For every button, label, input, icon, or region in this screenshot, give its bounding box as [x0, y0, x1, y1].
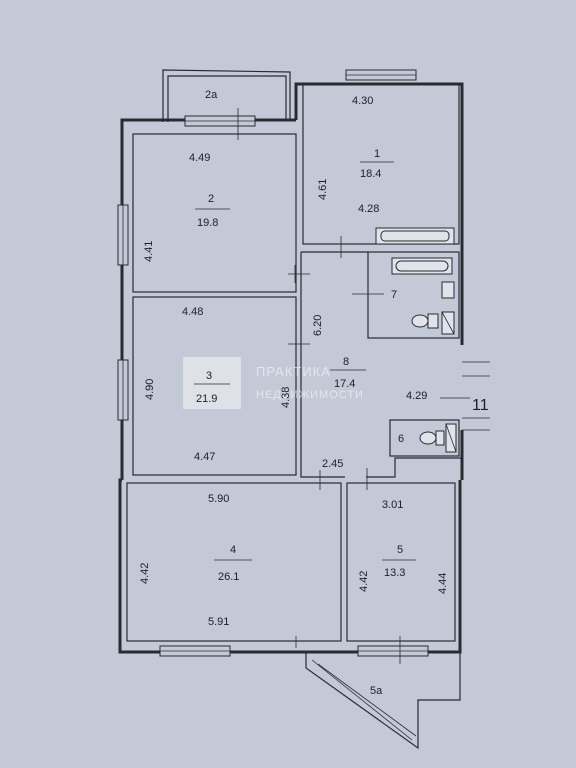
room-5-area: 13.3	[384, 567, 405, 579]
room-2-walls	[132, 133, 297, 293]
hall-8-bottom-wall	[366, 457, 462, 478]
wc-6-walls	[389, 419, 460, 457]
room-5-dim-right: 4.44	[437, 573, 449, 594]
shower-6-diag	[445, 423, 457, 453]
balcony-5a-rail	[311, 659, 413, 741]
room-3-dim-right: 4.38	[280, 387, 292, 408]
watermark: ПРАКТИКА НЕДВИЖИМОСТИ	[183, 357, 364, 409]
toilet-7-icon	[411, 314, 429, 328]
room-1-dim-left: 4.61	[317, 179, 329, 200]
toilet-6-icon	[419, 431, 437, 445]
bathtub-basin-icon	[380, 230, 450, 242]
stairwell-label: 11	[472, 397, 489, 414]
fixtures	[375, 227, 457, 453]
balcony-2a-inner	[167, 75, 287, 122]
lower-outer-wall	[118, 478, 462, 654]
room-2-dim-top: 4.49	[189, 152, 210, 164]
room-1-dim-top: 4.30	[352, 95, 373, 107]
room-1-label: 1	[374, 148, 380, 160]
room-1-area: 18.4	[360, 168, 381, 180]
room-4-area: 26.1	[218, 571, 239, 583]
room-3-label: 3	[206, 370, 212, 382]
balcony-5a-outline	[305, 652, 461, 750]
room-8-dim-left: 6.20	[312, 315, 324, 336]
room-2a-label: 2a	[205, 89, 218, 101]
door-marks	[288, 236, 368, 648]
room-4-dim-top: 5.90	[208, 493, 229, 505]
room-4-dim-bottom: 5.91	[208, 616, 229, 628]
room-2-dim-left: 4.41	[143, 241, 155, 262]
room-1-dim-bottom: 4.28	[358, 203, 379, 215]
bathroom-7-walls	[367, 251, 460, 339]
room-2-area: 19.8	[197, 217, 218, 229]
balcony-2a-outline	[162, 69, 291, 122]
toilet-6-tank-icon	[435, 430, 445, 446]
room-7-label: 7	[391, 289, 397, 301]
room-3-dim-bottom: 4.47	[194, 451, 215, 463]
room-5-label: 5	[397, 544, 403, 556]
room-3-dim-top: 4.48	[182, 306, 203, 318]
room-3-area: 21.9	[196, 393, 217, 405]
tub-7-basin-icon	[395, 260, 449, 272]
hall-8-left-wall	[300, 252, 345, 478]
room-3-dim-left: 4.90	[144, 379, 156, 400]
room-4-walls	[126, 482, 342, 642]
room-6-label: 6	[398, 433, 404, 445]
windows	[117, 69, 429, 664]
room-5-dim-left: 4.42	[358, 571, 370, 592]
room-5a-label: 5a	[370, 685, 383, 697]
watermark-logo	[183, 357, 241, 409]
room-2-label: 2	[208, 193, 214, 205]
sink-7-icon	[441, 281, 455, 299]
room-4-dim-left: 4.42	[139, 563, 151, 584]
room-5-walls	[346, 482, 456, 642]
room-5-dim-top: 3.01	[382, 499, 403, 511]
room-4-label: 4	[230, 544, 236, 556]
toilet-7-tank-icon	[427, 313, 439, 329]
balcony-5a-rail-2	[317, 663, 417, 737]
watermark-line-2: НЕДВИЖИМОСТИ	[256, 389, 364, 401]
watermark-line-1: ПРАКТИКА	[256, 364, 331, 379]
room-8-area: 17.4	[334, 378, 355, 390]
room-8-dim-right: 4.29	[406, 390, 427, 402]
shower-7-diag	[441, 311, 455, 335]
interior-walls	[126, 83, 490, 642]
room-8-dim-bottom: 2.45	[322, 458, 343, 470]
room-3-walls	[132, 296, 297, 476]
room-8-label: 8	[343, 356, 349, 368]
